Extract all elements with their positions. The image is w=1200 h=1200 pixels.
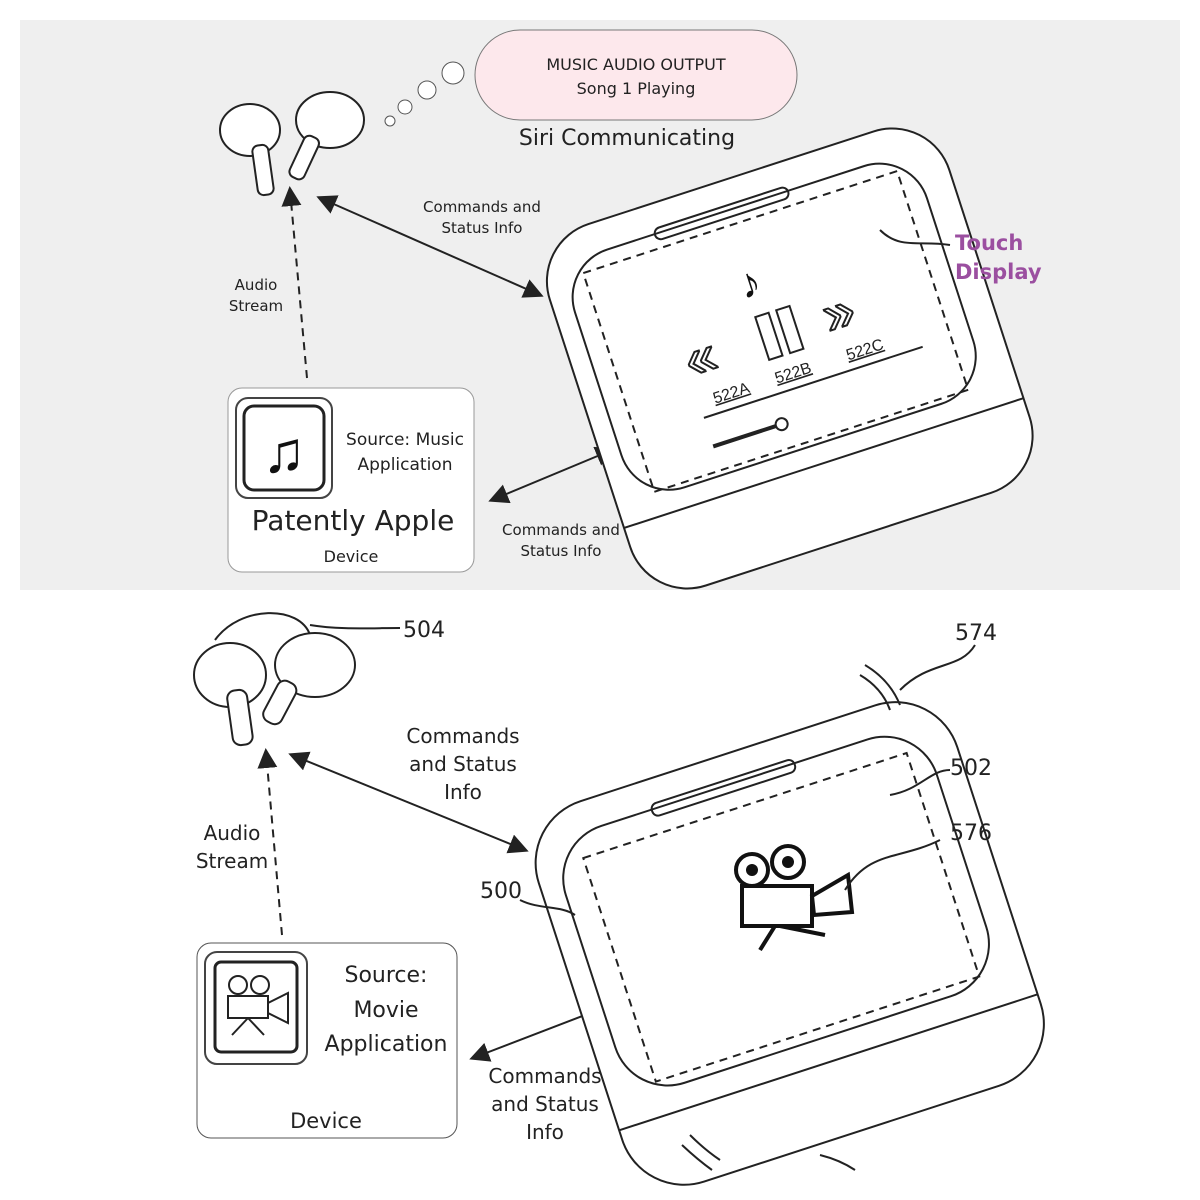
b-commands-b3: Info [526,1120,564,1144]
audio-stream-label-1: Audio [235,276,278,294]
device-label-top: Device [324,547,379,566]
audio-stream-arrow-top [281,186,308,379]
commands-arrow-top-bottom-panel [288,751,529,854]
audio-stream-label-2: Stream [229,297,283,315]
source-label-1: Source: Music [346,430,464,450]
thought-bubble: MUSIC AUDIO OUTPUT Song 1 Playing [384,29,798,127]
movie-camera-icon [227,975,289,1036]
b-audio-1: Audio [204,821,261,845]
b-commands-1: Commands [406,724,519,748]
movie-camera-display-icon [734,844,855,952]
b-commands-3: Info [444,780,482,804]
music-note-icon: ♫ [262,420,306,485]
b-commands-2: and Status [409,752,517,776]
commands-label-b2: Status Info [521,542,602,560]
ref-504: 504 [403,618,445,643]
charging-case-bottom [534,701,1045,1186]
commands-label-top-1: Commands and [423,198,541,216]
movie-app-icon [213,960,299,1054]
siri-label: Siri Communicating [519,126,735,151]
ref-576: 576 [950,821,992,846]
commands-arrow-top [316,195,544,298]
commands-label-top-2: Status Info [442,219,523,237]
b-audio-2: Stream [196,849,268,873]
forward-icon: » [814,277,863,347]
source-label-2: Application [358,455,453,475]
vibration-lines-icon [681,664,901,1171]
b-source-2: Movie [353,998,418,1023]
ref-500: 500 [480,879,522,904]
progress-slider[interactable] [712,422,781,449]
device-box-music: ♫ Source: Music Application Patently App… [227,387,475,573]
commands-arrow-bottom [469,1006,602,1062]
earbuds-icon [219,91,365,197]
slider-thumb[interactable] [774,417,789,432]
commands-arrow-bottom-top-panel [488,446,616,504]
earbuds-icon-bottom [193,612,356,747]
ref-574: 574 [955,621,997,646]
b-source-3: Application [325,1032,448,1057]
bubble-line-1: MUSIC AUDIO OUTPUT [546,55,725,74]
device-label-bottom: Device [290,1109,362,1133]
b-commands-b1: Commands [488,1064,601,1088]
forward-button[interactable]: » 522C [813,272,886,368]
watermark: Patently Apple [252,504,455,537]
touch-display-area-bottom[interactable] [582,751,981,1083]
music-app-icon [242,404,326,492]
device-box-movie: Source: Movie Application Device [196,942,458,1139]
audio-stream-arrow-bottom [257,748,283,936]
ref-502: 502 [950,756,992,781]
touch-display-label-2: Display [955,260,1042,284]
b-commands-b2: and Status [491,1092,599,1116]
b-source-1: Source: [345,963,428,988]
touch-display-label-1: Touch [955,231,1023,255]
commands-label-b1: Commands and [502,521,620,539]
bubble-line-2: Song 1 Playing [577,79,696,98]
